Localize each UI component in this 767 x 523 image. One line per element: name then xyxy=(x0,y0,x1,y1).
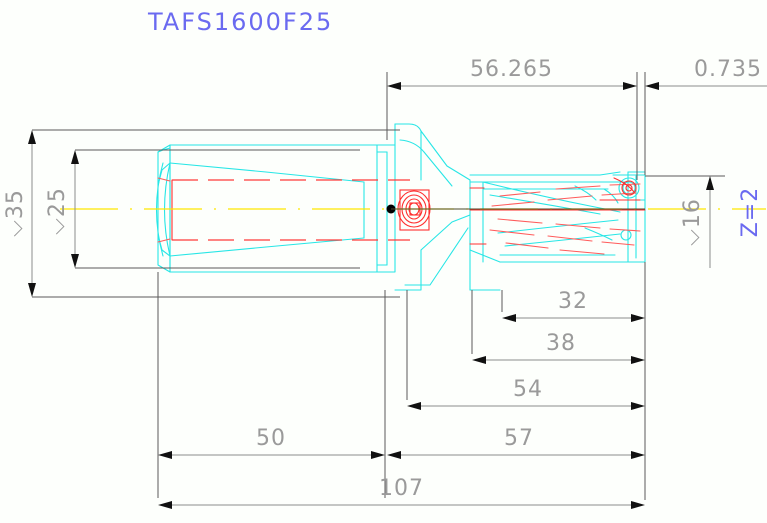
dim-50: 50 xyxy=(157,272,385,498)
shank-internal-bore xyxy=(157,177,410,243)
transition-cone xyxy=(394,123,501,291)
dim-107: 107 xyxy=(158,476,645,509)
flute-count-label: Z=2 xyxy=(738,187,763,238)
dim-54-text: 54 xyxy=(513,377,543,402)
dim-107-text: 107 xyxy=(379,476,424,501)
dim-56265: 56.265 xyxy=(386,57,638,180)
dim-dia25-text: ⌵25 xyxy=(45,187,70,235)
tool-geometry-group xyxy=(60,123,766,291)
dim-56265-text: 56.265 xyxy=(470,57,553,82)
dim-dia35-text: ⌵35 xyxy=(3,189,28,237)
dim-dia35: ⌵35 xyxy=(3,129,400,298)
dim-32: 32 xyxy=(501,262,646,500)
dim-dia16-text: ⌵16 xyxy=(680,198,705,246)
drill-body-outline xyxy=(469,171,646,263)
dim-57-text: 57 xyxy=(504,426,534,451)
part-number-title: TAFS1600F25 xyxy=(147,8,333,36)
dimension-group: 56.265 0.735 ⌵35 xyxy=(3,57,767,509)
dim-54: 54 xyxy=(406,290,645,410)
dim-dia25: ⌵25 xyxy=(45,149,360,269)
clamp-ring-detail xyxy=(386,189,431,231)
dim-50-text: 50 xyxy=(256,426,286,451)
dim-38: 38 xyxy=(471,290,645,364)
dim-0735-text: 0.735 xyxy=(694,57,762,82)
dim-dia16: ⌵16 xyxy=(645,175,725,268)
dim-0735: 0.735 xyxy=(644,57,767,175)
dim-38-text: 38 xyxy=(546,331,576,356)
dim-57: 57 xyxy=(384,290,645,498)
flute-lines xyxy=(469,177,646,255)
dim-32-text: 32 xyxy=(558,289,588,314)
